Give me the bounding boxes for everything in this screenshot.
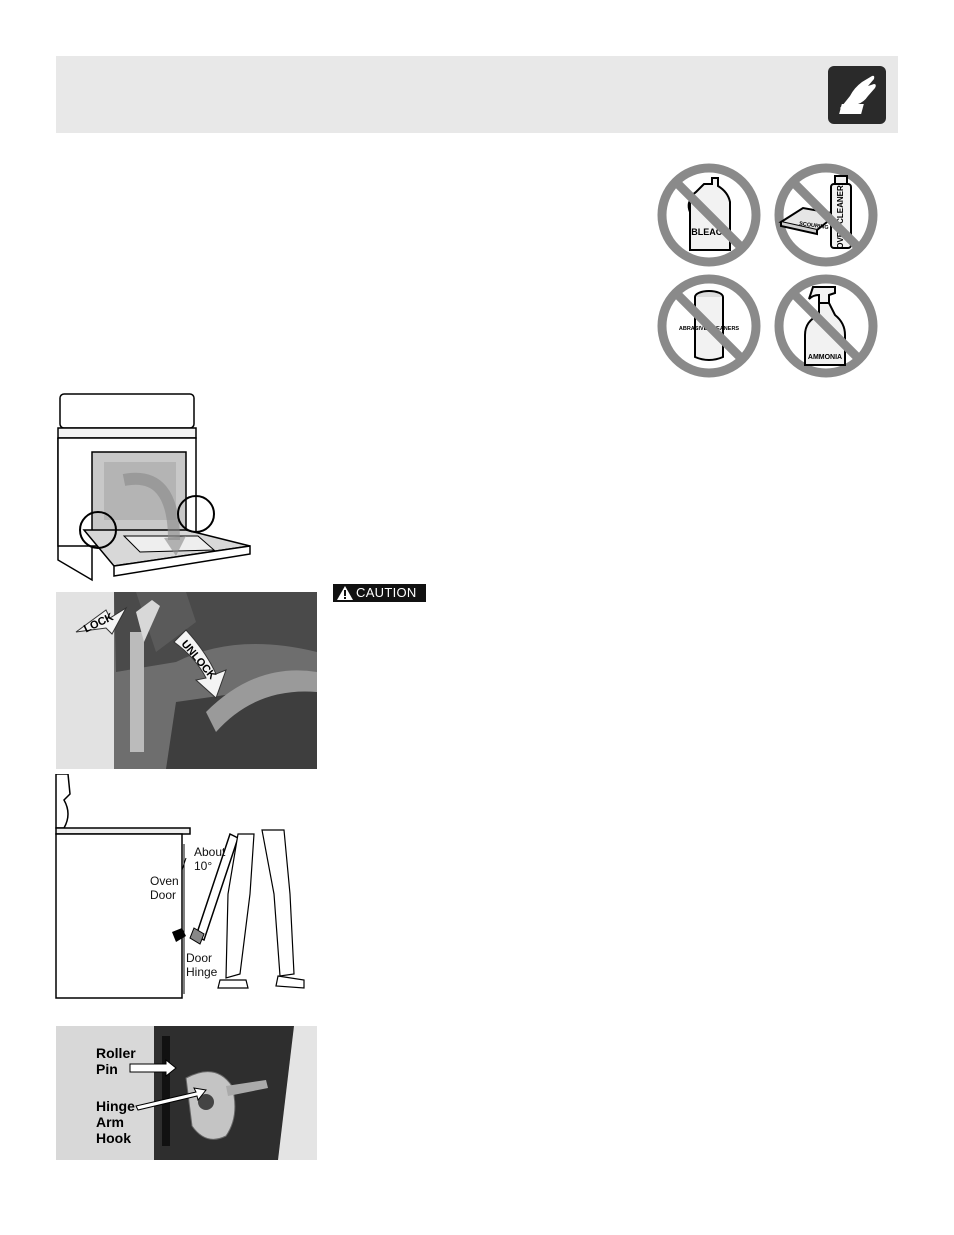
roller-pin-photo xyxy=(56,1026,317,1160)
range-open-door-illustration xyxy=(54,390,254,582)
header-bar xyxy=(56,56,898,133)
no-bleach-icon: BLEACH xyxy=(656,162,762,268)
caution-label: CAUTION xyxy=(333,584,426,602)
no-oven-cleaner-icon: SCOURING PADS OVEN CLEANER xyxy=(773,162,879,268)
hinge-lock-photo: LOCK UNLOCK xyxy=(56,592,317,769)
bleach-label: BLEACH xyxy=(691,227,729,237)
no-ammonia-icon: AMMONIA xyxy=(773,273,879,379)
caution-text: CAUTION xyxy=(356,585,417,600)
warning-triangle-icon xyxy=(337,586,353,600)
ammonia-label: AMMONIA xyxy=(808,354,842,361)
no-abrasive-cleaner-icon: ABRASIVE CLEANERS xyxy=(656,273,762,379)
door-removal-illustration xyxy=(54,774,320,1000)
oven-cleaner-label: OVEN CLEANER xyxy=(836,185,845,249)
hand-cleaning-icon xyxy=(828,66,886,124)
